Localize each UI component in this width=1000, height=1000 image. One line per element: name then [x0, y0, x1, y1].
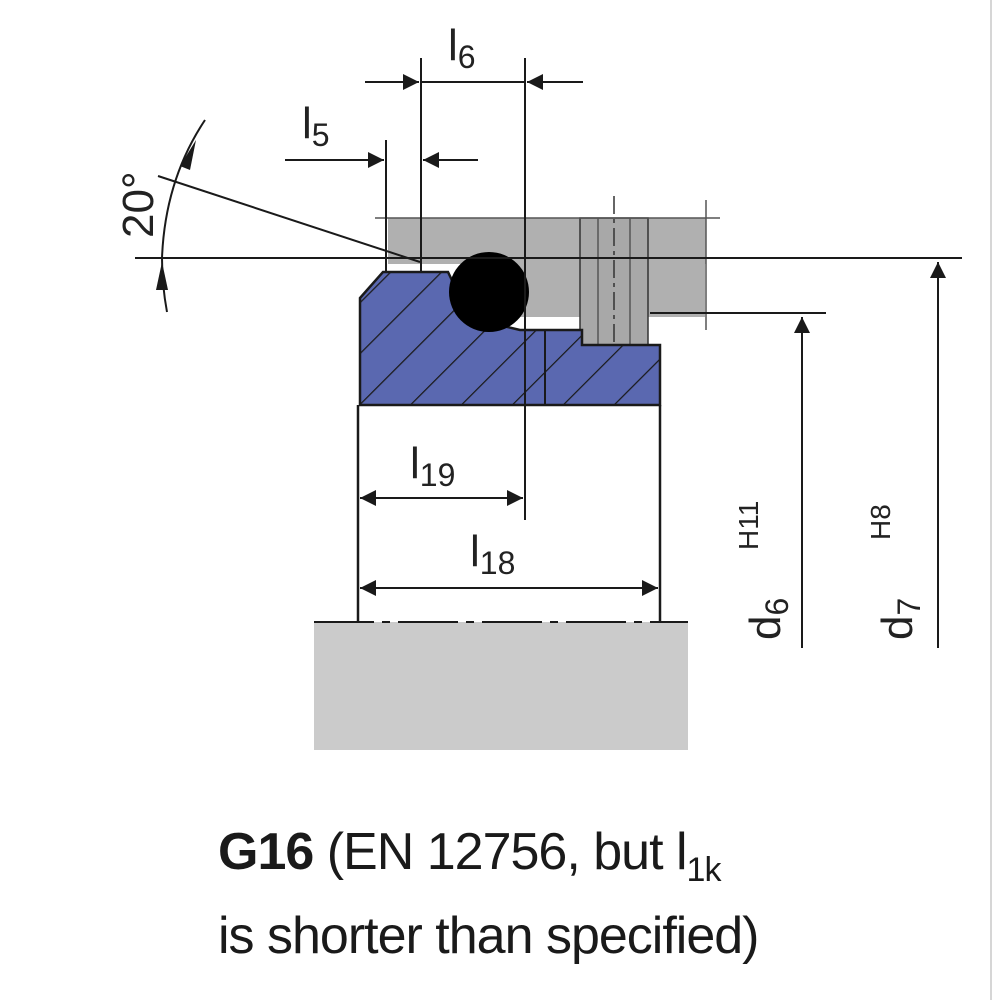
l5-label: l5: [302, 99, 330, 153]
angle-leg: [157, 175, 421, 263]
d6-tolerance: H11: [733, 501, 764, 550]
angle-arrow-top: [180, 140, 196, 170]
l19-label: l19: [410, 439, 455, 493]
caption-text: (EN 12756, but l: [313, 823, 688, 881]
svg-text:d7: d7: [873, 598, 927, 640]
caption-code: G16: [218, 823, 314, 881]
angle-arc: [161, 119, 206, 259]
o-ring: [449, 252, 529, 332]
caption-subscript: 1k: [686, 851, 722, 889]
d7-label: d7 H8: [865, 504, 927, 640]
d6-label: d6 H11: [733, 501, 795, 640]
angle-label: 20°: [114, 171, 163, 238]
angle-arrow-bottom: [156, 262, 168, 290]
caption-line-2: is shorter than specified): [218, 907, 759, 965]
l18-label: l18: [470, 527, 515, 581]
svg-text:d6: d6: [741, 598, 795, 640]
base-block: [314, 622, 688, 750]
page-border: [990, 0, 992, 1000]
housing-body: [388, 218, 706, 264]
seal-diagram: l6 l5 20° l19 l18 d6 H11 d7 H8: [114, 21, 962, 750]
d7-tolerance: H8: [865, 504, 896, 540]
l6-label: l6: [448, 21, 476, 75]
caption-line-1: G16 (EN 12756, but l1k: [218, 823, 722, 889]
